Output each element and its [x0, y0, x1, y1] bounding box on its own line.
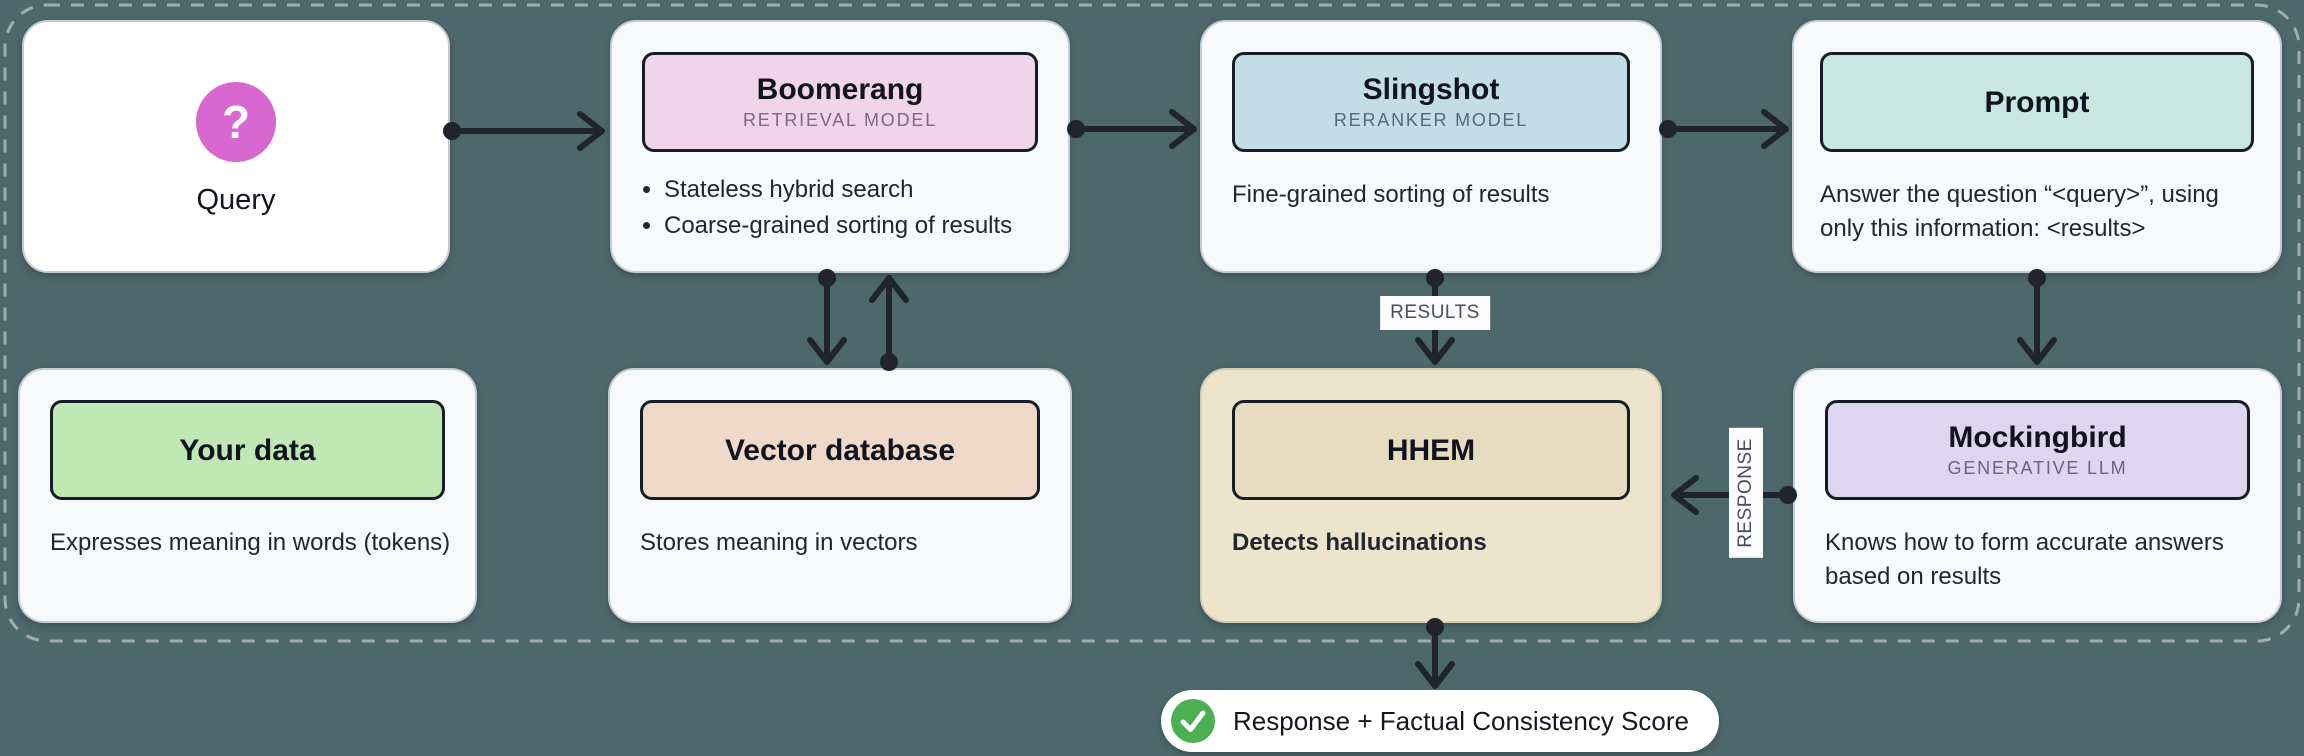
- response-label: RESPONSE: [1729, 428, 1763, 558]
- slingshot-title: Slingshot: [1362, 73, 1500, 106]
- your-data-description: Expresses meaning in words (tokens): [50, 529, 451, 556]
- vector-database-title: Vector database: [724, 433, 956, 467]
- your-data-title: Your data: [179, 433, 316, 467]
- boomerang-subtitle: RETRIEVAL MODEL: [742, 110, 938, 130]
- mockingbird-title: Mockingbird: [1948, 421, 2127, 454]
- boomerang-header: Boomerang RETRIEVAL MODEL: [642, 52, 1038, 152]
- prompt-card: Prompt Answer the question “<query>”, us…: [1792, 20, 2282, 273]
- boomerang-card: Boomerang RETRIEVAL MODEL Stateless hybr…: [610, 20, 1070, 273]
- output-pill-text: Response + Factual Consistency Score: [1233, 705, 1689, 736]
- prompt-title: Prompt: [1984, 85, 2090, 119]
- query-card-title: Query: [196, 184, 276, 216]
- hhem-card: HHEM Detects hallucinations: [1200, 368, 1662, 623]
- vector-database-header: Vector database: [640, 400, 1040, 500]
- arrow-slingshot-to-prompt: [1659, 109, 1789, 149]
- your-data-card: Your data Expresses meaning in words (to…: [18, 368, 477, 623]
- bullet-item: Coarse-grained sorting of results: [664, 208, 1068, 244]
- arrow-hhem-to-output: [1415, 618, 1455, 689]
- vector-database-description: Stores meaning in vectors: [640, 529, 918, 556]
- vector-database-card: Vector database Stores meaning in vector…: [608, 368, 1072, 623]
- arrow-prompt-to-mockingbird: [2017, 269, 2057, 365]
- mockingbird-header: Mockingbird GENERATIVE LLM: [1825, 400, 2250, 500]
- boomerang-bullet-list: Stateless hybrid search Coarse-grained s…: [612, 172, 1068, 244]
- results-label: RESULTS: [1380, 296, 1490, 330]
- question-mark-glyph: ?: [221, 96, 251, 148]
- check-icon: [1171, 699, 1216, 743]
- output-pill: Response + Factual Consistency Score: [1161, 690, 1719, 752]
- slingshot-card: Slingshot RERANKER MODEL Fine-grained so…: [1200, 20, 1662, 273]
- slingshot-description: Fine-grained sorting of results: [1232, 181, 1550, 208]
- arrow-boomerang-to-vectordb: [807, 269, 847, 365]
- mockingbird-description: Knows how to form accurate answers based…: [1825, 529, 2224, 591]
- bullet-item: Stateless hybrid search: [664, 172, 1068, 208]
- arrow-boomerang-to-slingshot: [1067, 109, 1197, 149]
- query-card: ? Query: [22, 20, 450, 273]
- mockingbird-card: Mockingbird GENERATIVE LLM Knows how to …: [1793, 368, 2282, 623]
- hhem-header: HHEM: [1232, 400, 1630, 500]
- hhem-description: Detects hallucinations: [1232, 529, 1487, 556]
- mockingbird-subtitle: GENERATIVE LLM: [1947, 458, 2128, 478]
- prompt-header: Prompt: [1820, 52, 2254, 152]
- slingshot-subtitle: RERANKER MODEL: [1333, 110, 1529, 130]
- arrow-query-to-boomerang: [443, 111, 605, 151]
- hhem-title: HHEM: [1386, 433, 1476, 467]
- slingshot-header: Slingshot RERANKER MODEL: [1232, 52, 1630, 152]
- your-data-header: Your data: [50, 400, 445, 500]
- boomerang-title: Boomerang: [756, 73, 924, 106]
- arrow-vectordb-to-boomerang: [869, 275, 909, 371]
- question-mark-icon: ?: [196, 82, 276, 162]
- prompt-description: Answer the question “<query>”, using onl…: [1820, 181, 2219, 243]
